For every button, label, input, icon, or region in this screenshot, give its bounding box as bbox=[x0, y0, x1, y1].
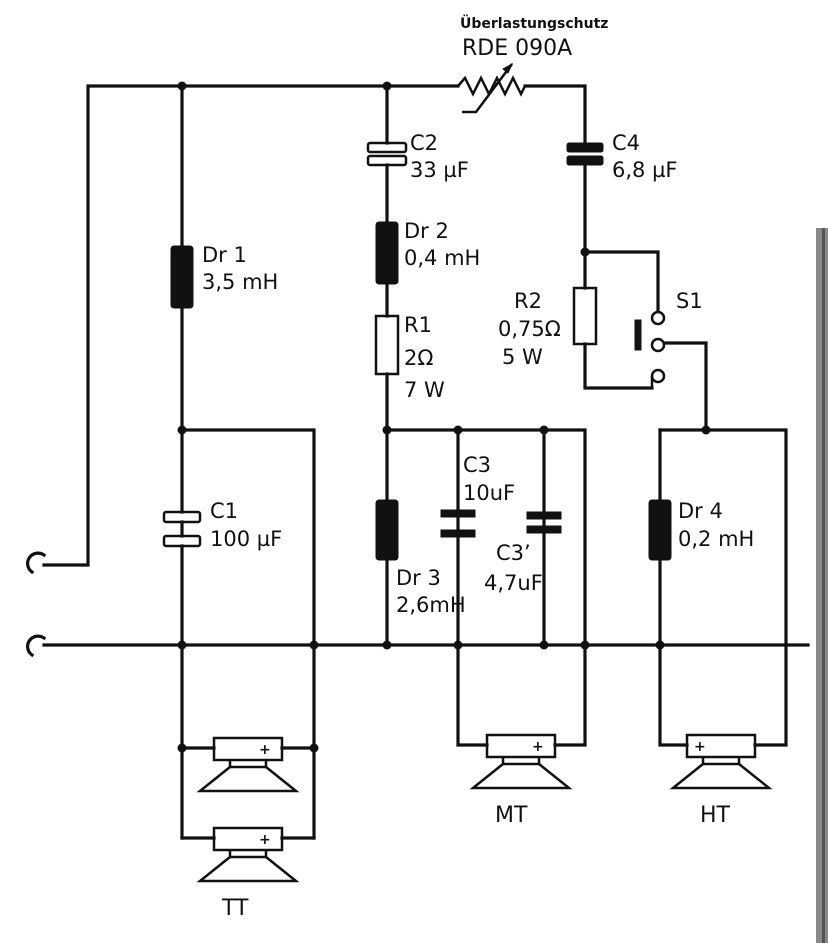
dr2-value: 0,4 mH bbox=[404, 246, 480, 270]
inductor-dr3 bbox=[375, 499, 399, 561]
wires bbox=[42, 84, 810, 840]
speaker-mt-plus: + bbox=[532, 739, 544, 755]
c2-name: C2 bbox=[410, 131, 438, 155]
r2-name: R2 bbox=[514, 289, 542, 313]
dr3-name: Dr 3 bbox=[396, 566, 441, 590]
label-ht: HT bbox=[700, 803, 731, 828]
c1-value: 100 µF bbox=[210, 527, 282, 551]
r2-power: 5 W bbox=[502, 345, 543, 369]
label-tt: TT bbox=[221, 896, 249, 921]
inductor-dr1 bbox=[170, 245, 194, 309]
protection-part: RDE 090A bbox=[462, 36, 572, 61]
capacitor-c3 bbox=[440, 509, 476, 538]
dr3-value: 2,6mH bbox=[396, 593, 466, 617]
dr4-name: Dr 4 bbox=[678, 499, 723, 523]
capacitor-c2 bbox=[366, 141, 408, 167]
input-terminal-bottom bbox=[26, 634, 47, 658]
c1-name: C1 bbox=[210, 499, 238, 523]
label-mt: MT bbox=[495, 803, 528, 828]
c3-value: 10uF bbox=[463, 481, 515, 505]
r1-power: 7 W bbox=[404, 378, 445, 402]
capacitor-c1 bbox=[162, 510, 202, 548]
dr1-name: Dr 1 bbox=[202, 243, 247, 267]
speaker-mt bbox=[469, 733, 573, 790]
speaker-ht-plus: + bbox=[694, 739, 706, 755]
speaker-tt-upper-plus: + bbox=[259, 742, 271, 758]
capacitor-c3-prime bbox=[526, 511, 562, 534]
resistor-r2 bbox=[572, 286, 598, 346]
inductor-dr4 bbox=[648, 499, 672, 561]
r1-name: R1 bbox=[404, 313, 432, 337]
dr1-value: 3,5 mH bbox=[202, 270, 278, 294]
c2-value: 33 µF bbox=[410, 158, 469, 182]
junction-dots bbox=[177, 81, 711, 753]
speaker-ht bbox=[669, 733, 773, 790]
c3-prime-name: C3’ bbox=[496, 541, 531, 565]
s1-name: S1 bbox=[676, 289, 703, 313]
r2-value: 0,75Ω bbox=[498, 317, 561, 341]
protection-title: Überlastungschutz bbox=[460, 14, 608, 32]
inductor-dr2 bbox=[375, 221, 399, 285]
speaker-tt-upper bbox=[196, 736, 300, 793]
scan-edge-line bbox=[822, 228, 825, 943]
c3-name: C3 bbox=[463, 453, 491, 477]
resistor-r1 bbox=[374, 314, 400, 376]
input-terminal-top bbox=[26, 551, 47, 575]
overload-protector-ptc bbox=[457, 62, 527, 114]
speaker-tt-lower-plus: + bbox=[259, 832, 271, 848]
dr2-name: Dr 2 bbox=[404, 219, 449, 243]
dr4-value: 0,2 mH bbox=[678, 527, 754, 551]
c4-value: 6,8 µF bbox=[612, 158, 678, 182]
switch-s1 bbox=[634, 310, 666, 388]
speaker-tt-lower bbox=[196, 826, 300, 883]
capacitor-c4 bbox=[566, 142, 604, 166]
c4-name: C4 bbox=[612, 131, 640, 155]
r1-value: 2Ω bbox=[404, 346, 433, 370]
c3-prime-value: 4,7uF bbox=[484, 571, 543, 595]
